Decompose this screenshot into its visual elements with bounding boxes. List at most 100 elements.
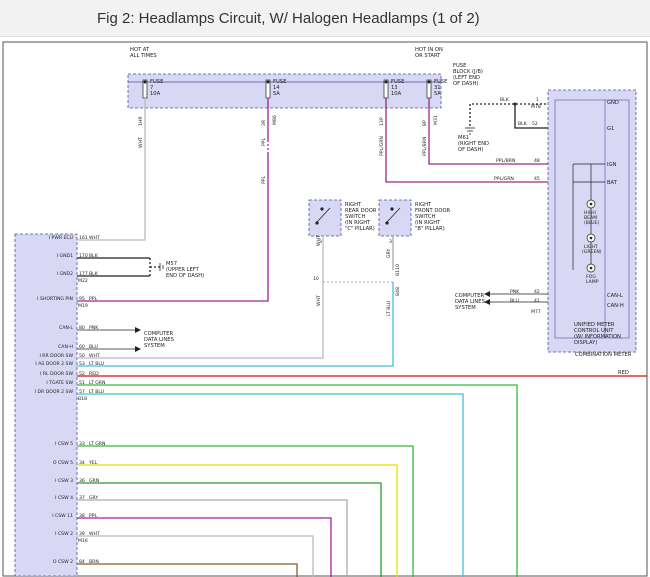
- ground-label: (UPPER LEFT: [166, 267, 200, 273]
- diagram-frame: [2, 41, 648, 577]
- fuse-label: 14: [273, 85, 280, 91]
- ground-label: M57: [166, 261, 177, 267]
- bcm-pin-number: 170: [79, 253, 88, 259]
- svg-text:52: 52: [532, 121, 538, 127]
- svg-text:LIGHT: LIGHT: [584, 244, 598, 250]
- vertical-wire-labels: WHT PPL PPL PPL/GRN PPL/BRN WHT WHT 3 10…: [138, 136, 428, 316]
- fuse-label: 5A: [273, 91, 280, 97]
- svg-text:RIGHT: RIGHT: [345, 202, 362, 208]
- bcm-wire-color: WHT: [89, 235, 100, 241]
- red-wire-label: RED: [618, 370, 629, 376]
- svg-text:DATA LINES: DATA LINES: [455, 299, 485, 305]
- fuse-pin-label: 8P: [422, 120, 428, 126]
- bcm-pin-number: 33: [79, 441, 85, 447]
- svg-text:COMBINATION METER: COMBINATION METER: [575, 352, 632, 358]
- svg-text:BLK: BLK: [518, 121, 528, 127]
- fuse-label: 31: [434, 85, 441, 91]
- svg-text:48: 48: [534, 158, 540, 164]
- bcm-pin-number: 51: [79, 380, 85, 386]
- fuse-label: 7: [150, 85, 153, 91]
- bcm-pin-label: CAN-H: [58, 344, 73, 350]
- wire-label: PPL/GRN: [379, 136, 385, 156]
- svg-text:GND: GND: [607, 100, 619, 106]
- bcm-pin-label: I RL DOOR SW: [40, 371, 73, 377]
- bcm-pin-number: 95: [79, 296, 85, 302]
- svg-text:SYSTEM: SYSTEM: [455, 305, 476, 311]
- svg-text:BLK: BLK: [500, 97, 510, 103]
- svg-text:1: 1: [536, 97, 539, 103]
- fuse-label: FUSE: [434, 79, 447, 85]
- wire-ltblu-dr: [77, 393, 464, 577]
- fuse-pin-label: 1HR: [138, 116, 144, 126]
- wire-gry-csw4: [77, 499, 348, 577]
- fuse-pin-label: 3R: [261, 119, 267, 126]
- bcm-pin-number: 161: [79, 235, 88, 241]
- fuse-label: FUSE: [391, 79, 404, 85]
- wire-ppl-csw11: [77, 517, 332, 577]
- hot-in-on-label: HOT IN ON: [415, 47, 443, 53]
- bcm-pin-label: I CSW 2: [55, 531, 73, 537]
- bcm-wire-color: PNK: [89, 325, 99, 331]
- data-line-arrows: [135, 291, 490, 352]
- bcm-wire-color: GRY: [89, 495, 98, 501]
- svg-text:CAN-H: CAN-H: [607, 303, 624, 309]
- bcm-pin-label: I TGATE SW: [46, 380, 73, 386]
- bcm-wire-color: YEL: [88, 460, 98, 466]
- svg-text:COMPUTER: COMPUTER: [144, 331, 174, 337]
- bcm-wire-color: BRN: [89, 559, 99, 565]
- svg-text:SWITCH: SWITCH: [345, 214, 365, 220]
- svg-text:LAMP: LAMP: [586, 279, 599, 285]
- wire-yel-csw5: [77, 464, 398, 577]
- svg-text:PPL/GRN: PPL/GRN: [494, 176, 514, 182]
- wire-label: LT BLU: [386, 301, 392, 316]
- bcm-wire-color: BLK: [89, 253, 99, 259]
- meter-lamp-cores: [589, 202, 593, 270]
- fuse-label: FUSE: [273, 79, 286, 85]
- meter-labels: GND G1 IGN BAT CAN-L CAN-H 1 52 48 45 42…: [494, 97, 632, 358]
- svg-text:(GREEN): (GREEN): [582, 249, 602, 255]
- bcm-pin-number: 38: [79, 513, 85, 519]
- pin-label: 3: [319, 239, 322, 245]
- ground-label: OF DASH): [458, 147, 483, 153]
- bcm-pin-number: 36: [79, 478, 85, 484]
- wire-wht-rear-sw: [77, 236, 324, 359]
- ground-labels: M61 (RIGHT END OF DASH) M57 (UPPER LEFT …: [166, 135, 489, 279]
- bcm-wire-color: LT BLU: [89, 361, 104, 367]
- bcm-pin-label: I RR DOOR SW: [39, 353, 73, 359]
- bcm-pin-label: I SHORTING PIN: [37, 296, 73, 302]
- bcm-pin-number: 52: [79, 371, 85, 377]
- bcm-pin-number: 177: [79, 271, 88, 277]
- combination-meter: [547, 89, 637, 353]
- bcm-wire-color: GRN: [89, 478, 99, 484]
- bcm-connector-label: M22: [78, 278, 88, 284]
- svg-text:(IN RIGHT: (IN RIGHT: [345, 220, 371, 226]
- wire-label: WHT: [316, 295, 322, 306]
- header-bar: Fig 2: Headlamps Circuit, W/ Halogen Hea…: [0, 0, 650, 37]
- unified-meter-control-unit: [554, 99, 630, 339]
- bcm-wire-color: LT GRN: [89, 380, 105, 386]
- svg-text:G1: G1: [607, 126, 614, 132]
- wire-label: PPL: [261, 175, 267, 184]
- svg-text:UNIFIED METER: UNIFIED METER: [574, 322, 615, 328]
- svg-text:PPL/BRN: PPL/BRN: [496, 158, 515, 164]
- hot-at-label: ALL TIMES: [130, 53, 157, 59]
- bcm-pin-number: 57: [79, 389, 85, 395]
- hot-at-label: HOT AT: [130, 47, 150, 53]
- wire-blk-m61: [469, 103, 548, 126]
- computer-data-labels: COMPUTER DATA LINES SYSTEM COMPUTER DATA…: [144, 293, 485, 349]
- bcm-pin-number: 50: [79, 353, 85, 359]
- ground-label: END OF DASH): [166, 273, 204, 279]
- page-title: Fig 2: Headlamps Circuit, W/ Halogen Hea…: [97, 10, 480, 27]
- bcm-pin-label: I AS DOOR 2 SW: [35, 361, 73, 367]
- wire-ltblu-as: [77, 282, 394, 367]
- svg-text:HIGH: HIGH: [584, 210, 596, 216]
- svg-text:M78: M78: [531, 104, 541, 110]
- fuse-label: 10A: [391, 91, 402, 97]
- bcm-pin-number: 37: [79, 495, 85, 501]
- ground-label: (RIGHT END: [458, 141, 489, 147]
- bcm-pin-label: I CSW 4: [55, 495, 73, 501]
- bcm-pin-label: O CSW 5: [53, 460, 73, 466]
- connector-label: M31: [433, 115, 439, 125]
- svg-text:"C" PILLAR): "C" PILLAR): [345, 226, 375, 232]
- bcm-wire-color: LT BLU: [89, 389, 104, 395]
